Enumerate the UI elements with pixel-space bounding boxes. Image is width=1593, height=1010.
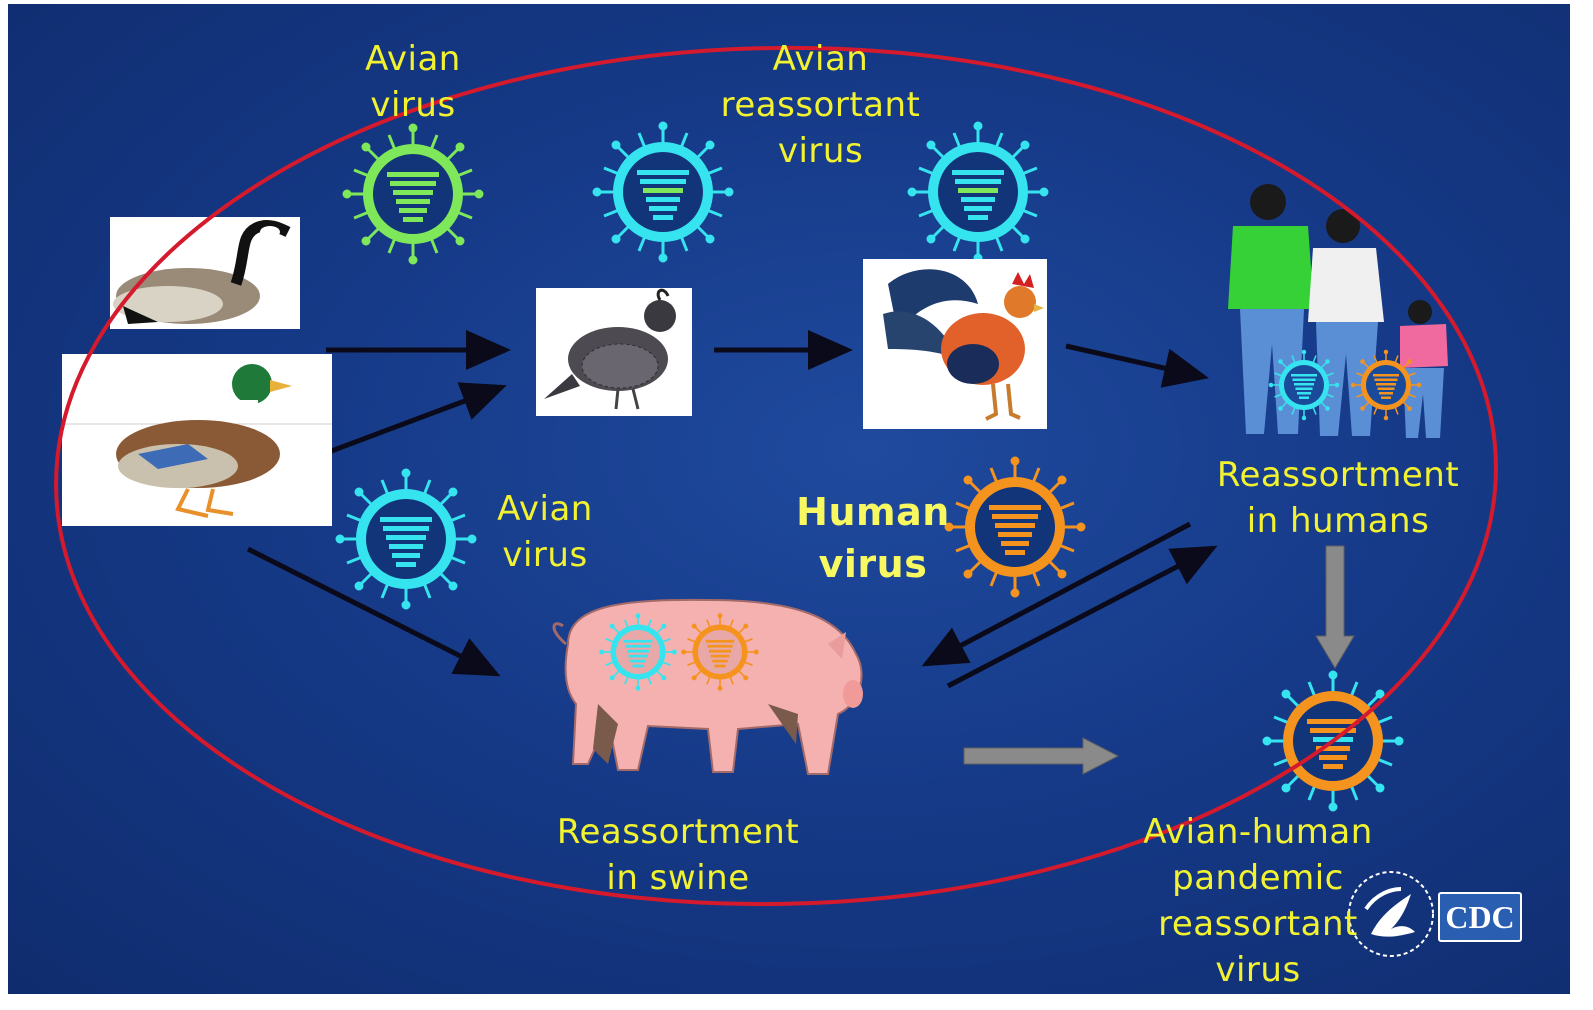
label-reassortment-swine: Reassortment in swine: [528, 809, 828, 901]
quail-icon: [536, 288, 692, 416]
avian-virus-icon: [337, 470, 475, 608]
pig-icon: [554, 600, 863, 774]
gray-arrow-swine-to-pandemic: [964, 738, 1118, 774]
rooster-icon: [863, 259, 1047, 429]
family-icon: [1228, 184, 1448, 438]
label-reassortment-humans: Reassortment in humans: [1188, 452, 1488, 544]
avian-virus-icon: [344, 125, 482, 263]
label-pandemic-virus: Avian-human pandemic reassortant virus: [1118, 809, 1398, 993]
label-avian-virus-mid: Avian virus: [470, 486, 620, 578]
goose-icon: [110, 217, 300, 329]
label-avian-reassortant-virus: Avian reassortant virus: [688, 36, 953, 174]
gray-arrow-humans-to-pandemic: [1316, 546, 1354, 668]
label-avian-virus-top: Avian virus: [338, 36, 488, 128]
label-human-virus: Human virus: [778, 486, 968, 590]
duck-icon: [62, 354, 332, 526]
cdc-logo-text: CDC: [1445, 899, 1514, 935]
cdc-logo: CDC: [1438, 892, 1522, 942]
slide: Avian virus Avian reassortant virus Avia…: [8, 4, 1570, 994]
arrow-rooster-to-humans: [1066, 346, 1204, 377]
